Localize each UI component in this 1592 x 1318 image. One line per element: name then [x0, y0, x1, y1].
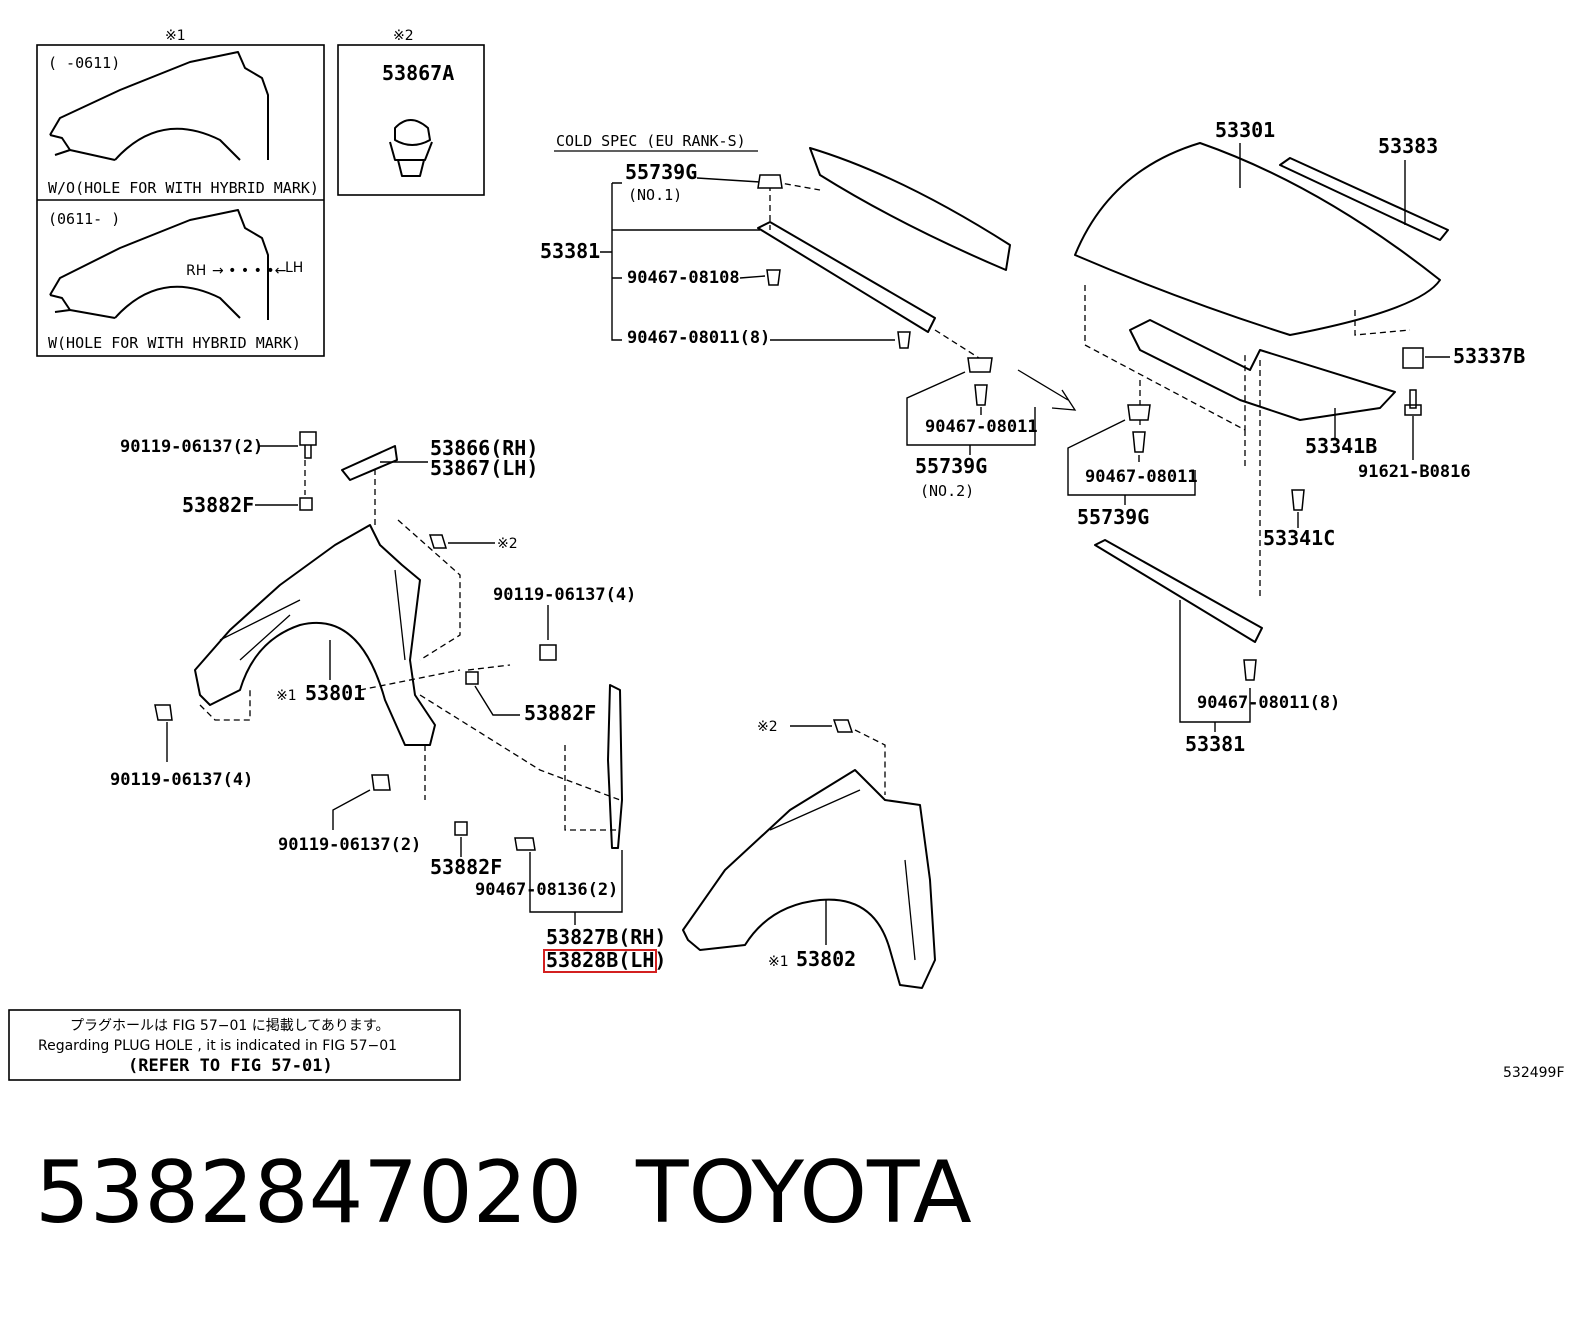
hood-edge-partial: [809, 147, 1011, 271]
clip-90467-08011-a: [974, 384, 988, 406]
label-90119-2b: 90119-06137(2): [278, 835, 421, 855]
clip-90467-08011-b: [1132, 431, 1146, 453]
push-clip-icon: [389, 119, 433, 177]
fender-53801-group: 90119-06137(2) 53866(RH) 53867(LH) 53882…: [110, 431, 666, 973]
clip-53882f-a: [299, 497, 313, 511]
hood-group: 53301 53383 53337B 53341B 91621-B0816 53…: [906, 118, 1525, 756]
clip-53341c: [1291, 489, 1305, 511]
clip-53337b: [1402, 347, 1424, 369]
label-x2-a: ※2: [497, 536, 518, 552]
fender-53802-group: ※2 ※1 53802: [682, 719, 936, 989]
fender-outline-top: [49, 51, 269, 161]
label-53337b: 53337B: [1453, 344, 1525, 368]
seal-strip-53381-b: [1094, 539, 1263, 643]
clip-55739g-b: [1127, 404, 1151, 421]
bolt-90119-a: [299, 431, 317, 459]
clip-x2-a: [428, 534, 448, 549]
label-90467-08011-b: 90467-08011: [1085, 467, 1198, 487]
svg-text:→ • • • •←: → • • • •←: [212, 263, 286, 279]
bolt-90119-4b: [154, 704, 173, 721]
label-53882f-b: 53882F: [524, 701, 596, 725]
label-90119-4a: 90119-06137(4): [493, 585, 636, 605]
seal-53827b: [607, 684, 623, 849]
inset-1-bottom-caption: W(HOLE FOR WITH HYBRID MARK): [48, 334, 301, 352]
label-53866: 53866(RH): [430, 436, 538, 460]
label-53828b: 53828B(LH): [546, 948, 666, 972]
inset-2-part-number: 53867A: [382, 61, 454, 85]
label-53341c: 53341C: [1263, 526, 1335, 550]
label-55739g-no1: 55739G: [625, 160, 697, 184]
label-53827b: 53827B(RH): [546, 925, 666, 949]
label-90467-08011-a: 90467-08011: [925, 417, 1038, 437]
label-90467-08011-8a: 90467-08011(8): [627, 328, 770, 348]
label-53341b: 53341B: [1305, 434, 1377, 458]
label-90467-08011-8b: 90467-08011(8): [1197, 693, 1340, 713]
note-english: Regarding PLUG HOLE , it is indicated in…: [38, 1038, 397, 1054]
label-no1: (NO.1): [628, 186, 682, 204]
label-53301: 53301: [1215, 118, 1275, 142]
label-53381-a: 53381: [540, 239, 600, 263]
cold-spec-title: COLD SPEC (EU RANK-S): [556, 132, 746, 150]
hood-insulator-53341b: [1129, 319, 1396, 421]
clip-90467-08136: [514, 837, 536, 851]
label-53801: 53801: [305, 681, 365, 705]
clip-53882f-c: [454, 821, 468, 836]
highlight-53828b: [543, 949, 657, 973]
clip-55739g-no2: [967, 357, 993, 373]
bolt-90119-2b: [371, 774, 391, 791]
inset-1-marker: ※1: [165, 28, 186, 44]
seal-53866: [341, 445, 398, 481]
inset-1-top-range: ( -0611): [48, 54, 120, 72]
label-x1-53802: ※1: [768, 954, 789, 970]
lh-label: LH: [285, 260, 303, 276]
label-no2: (NO.2): [920, 482, 974, 500]
clip-53882f-b: [465, 671, 479, 685]
cold-spec-group: COLD SPEC (EU RANK-S) 55739G (NO.1) 5338…: [540, 132, 1011, 366]
label-53383: 53383: [1378, 134, 1438, 158]
label-55739g-no2: 55739G: [915, 454, 987, 478]
label-91621-b0816: 91621-B0816: [1358, 462, 1471, 482]
clip-55739g-no1: [757, 174, 783, 189]
label-x2-b: ※2: [757, 719, 778, 735]
seal-strip-53381: [757, 221, 936, 333]
label-90119-2a: 90119-06137(2): [120, 437, 263, 457]
inset-1-top-caption: W/O(HOLE FOR WITH HYBRID MARK): [48, 179, 319, 197]
note-frame: [8, 1009, 461, 1081]
rh-label: RH: [186, 263, 206, 279]
bolt-91621-b0816: [1404, 389, 1422, 416]
inset-1-fender-variants: ※1 ( -0611) W/O(HOLE FOR WITH HYBRID MAR…: [36, 28, 325, 357]
label-53867: 53867(LH): [430, 456, 538, 480]
fender-53802: [682, 769, 936, 989]
label-x1-53801: ※1: [276, 688, 297, 704]
plug-hole-note: プラグホールは FIG 57−01 に掲載してあります。 Regarding P…: [8, 1009, 461, 1081]
inset-2-clip: ※2 53867A: [337, 28, 485, 196]
fender-53801: [194, 524, 436, 746]
figure-reference: 532499F: [1503, 1065, 1565, 1081]
label-53882f-a: 53882F: [182, 493, 254, 517]
note-refer: (REFER TO FIG 57-01): [128, 1056, 333, 1076]
label-55739g-b: 55739G: [1077, 505, 1149, 529]
label-90467-08136: 90467-08136(2): [475, 880, 618, 900]
hood-molding-53383: [1279, 157, 1449, 241]
inset-2-marker: ※2: [393, 28, 414, 44]
label-53882f-c: 53882F: [430, 855, 502, 879]
clip-90467-08108: [766, 269, 781, 286]
part-number-caption: 5382847020: [35, 1143, 582, 1243]
label-53381-b: 53381: [1185, 732, 1245, 756]
hood-53301: [1074, 142, 1441, 336]
clip-90467-08011-8a: [897, 331, 911, 349]
label-53802: 53802: [796, 947, 856, 971]
brand-caption: TOYOTA: [635, 1143, 972, 1243]
label-90467-08108: 90467-08108: [627, 268, 740, 288]
inset-2-frame: [337, 44, 485, 196]
clip-90467-08011-8b: [1243, 659, 1257, 681]
bolt-90119-4a: [539, 644, 557, 661]
note-japanese: プラグホールは FIG 57−01 に掲載してあります。: [70, 1018, 390, 1034]
fender-outline-bottom: [49, 209, 269, 320]
inset-1-bottom-range: (0611- ): [48, 210, 120, 228]
label-90119-4b: 90119-06137(4): [110, 770, 253, 790]
clip-x2-b: [832, 719, 854, 733]
direction-arrow: [1017, 369, 1077, 411]
